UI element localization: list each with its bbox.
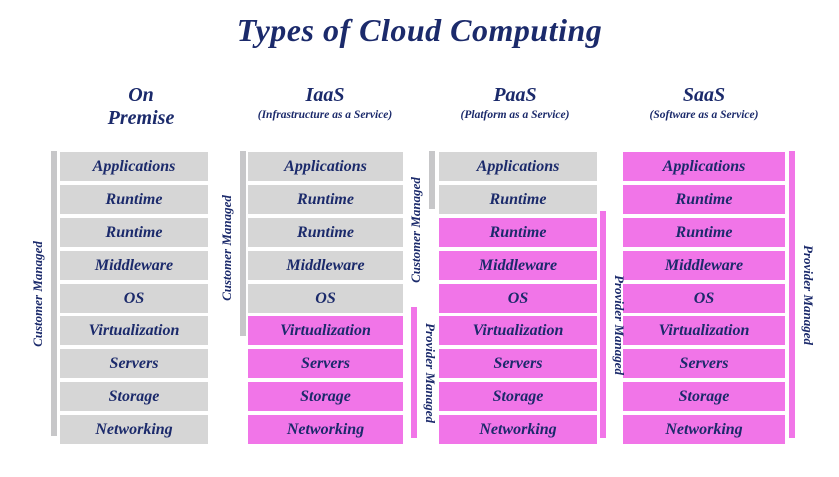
layer-cell: Virtualization xyxy=(60,316,208,346)
column-title: PaaS xyxy=(493,84,537,106)
layer-cell: Applications xyxy=(623,152,785,181)
layer-cell: Runtime xyxy=(623,217,785,247)
label-iaas-provider-managed: Provider Managed xyxy=(423,322,438,424)
column-header-paas: PaaS (Platform as a Service) xyxy=(415,84,615,122)
layer-cell: Runtime xyxy=(248,217,403,247)
layer-cell: Applications xyxy=(248,152,403,181)
layer-cell: Runtime xyxy=(248,184,403,214)
layer-cell: Applications xyxy=(439,152,597,181)
layer-cell: OS xyxy=(623,283,785,313)
layer-cell: Virtualization xyxy=(439,316,597,346)
layer-cell: OS xyxy=(439,283,597,313)
label-paas-provider-managed: Provider Managed xyxy=(612,274,627,375)
layer-cell: Storage xyxy=(439,382,597,412)
layer-cell: Virtualization xyxy=(248,316,403,346)
stack-saas: Applications Runtime Runtime Middleware … xyxy=(623,152,785,444)
bar-saas-provider xyxy=(789,151,795,438)
column-title: IaaS xyxy=(305,84,345,106)
column-header-on-premise: On Premise xyxy=(41,84,241,130)
layer-cell: Middleware xyxy=(623,250,785,280)
layer-cell: Runtime xyxy=(60,217,208,247)
label-saas-provider-managed: Provider Managed xyxy=(801,244,816,345)
bar-paas-provider xyxy=(600,211,606,438)
label-onpremise-customer-managed: Customer Managed xyxy=(30,240,46,347)
layer-cell: Networking xyxy=(248,415,403,444)
layer-cell: Servers xyxy=(60,349,208,379)
bar-iaas-provider xyxy=(411,307,417,438)
column-subtitle: (Software as a Service) xyxy=(649,109,759,121)
layer-cell: Servers xyxy=(439,349,597,379)
layer-cell: Servers xyxy=(248,349,403,379)
bar-onpremise-customer xyxy=(51,151,57,436)
layer-cell: OS xyxy=(248,283,403,313)
layer-cell: Virtualization xyxy=(623,316,785,346)
layer-cell: Applications xyxy=(60,152,208,181)
layer-cell: Storage xyxy=(248,382,403,412)
column-title: On xyxy=(128,84,154,106)
column-subtitle: (Infrastructure as a Service) xyxy=(257,109,393,121)
bar-paas-customer xyxy=(429,151,435,209)
layer-cell: Middleware xyxy=(60,250,208,280)
column-header-iaas: IaaS (Infrastructure as a Service) xyxy=(225,84,425,122)
layer-cell: Storage xyxy=(60,382,208,412)
label-iaas-customer-managed: Customer Managed xyxy=(219,194,235,301)
column-subtitle: (Platform as a Service) xyxy=(460,109,570,121)
column-header-saas: SaaS (Software as a Service) xyxy=(604,84,804,122)
layer-cell: Middleware xyxy=(439,250,597,280)
layer-cell: OS xyxy=(60,283,208,313)
label-paas-customer-managed: Customer Managed xyxy=(408,177,424,283)
layer-cell: Runtime xyxy=(60,184,208,214)
diagram-title: Types of Cloud Computing xyxy=(236,12,603,48)
column-title: SaaS xyxy=(682,84,726,106)
layer-cell: Runtime xyxy=(439,217,597,247)
layer-cell: Runtime xyxy=(439,184,597,214)
layer-cell: Networking xyxy=(60,415,208,444)
layer-cell: Servers xyxy=(623,349,785,379)
layer-cell: Runtime xyxy=(623,184,785,214)
bar-iaas-customer xyxy=(240,151,246,336)
stack-on-premise: Applications Runtime Runtime Middleware … xyxy=(60,152,208,444)
stack-iaas: Applications Runtime Runtime Middleware … xyxy=(248,152,403,444)
layer-cell: Networking xyxy=(623,415,785,444)
stack-paas: Applications Runtime Runtime Middleware … xyxy=(439,152,597,444)
column-title: Premise xyxy=(107,107,175,129)
layer-cell: Middleware xyxy=(248,250,403,280)
layer-cell: Storage xyxy=(623,382,785,412)
layer-cell: Networking xyxy=(439,415,597,444)
